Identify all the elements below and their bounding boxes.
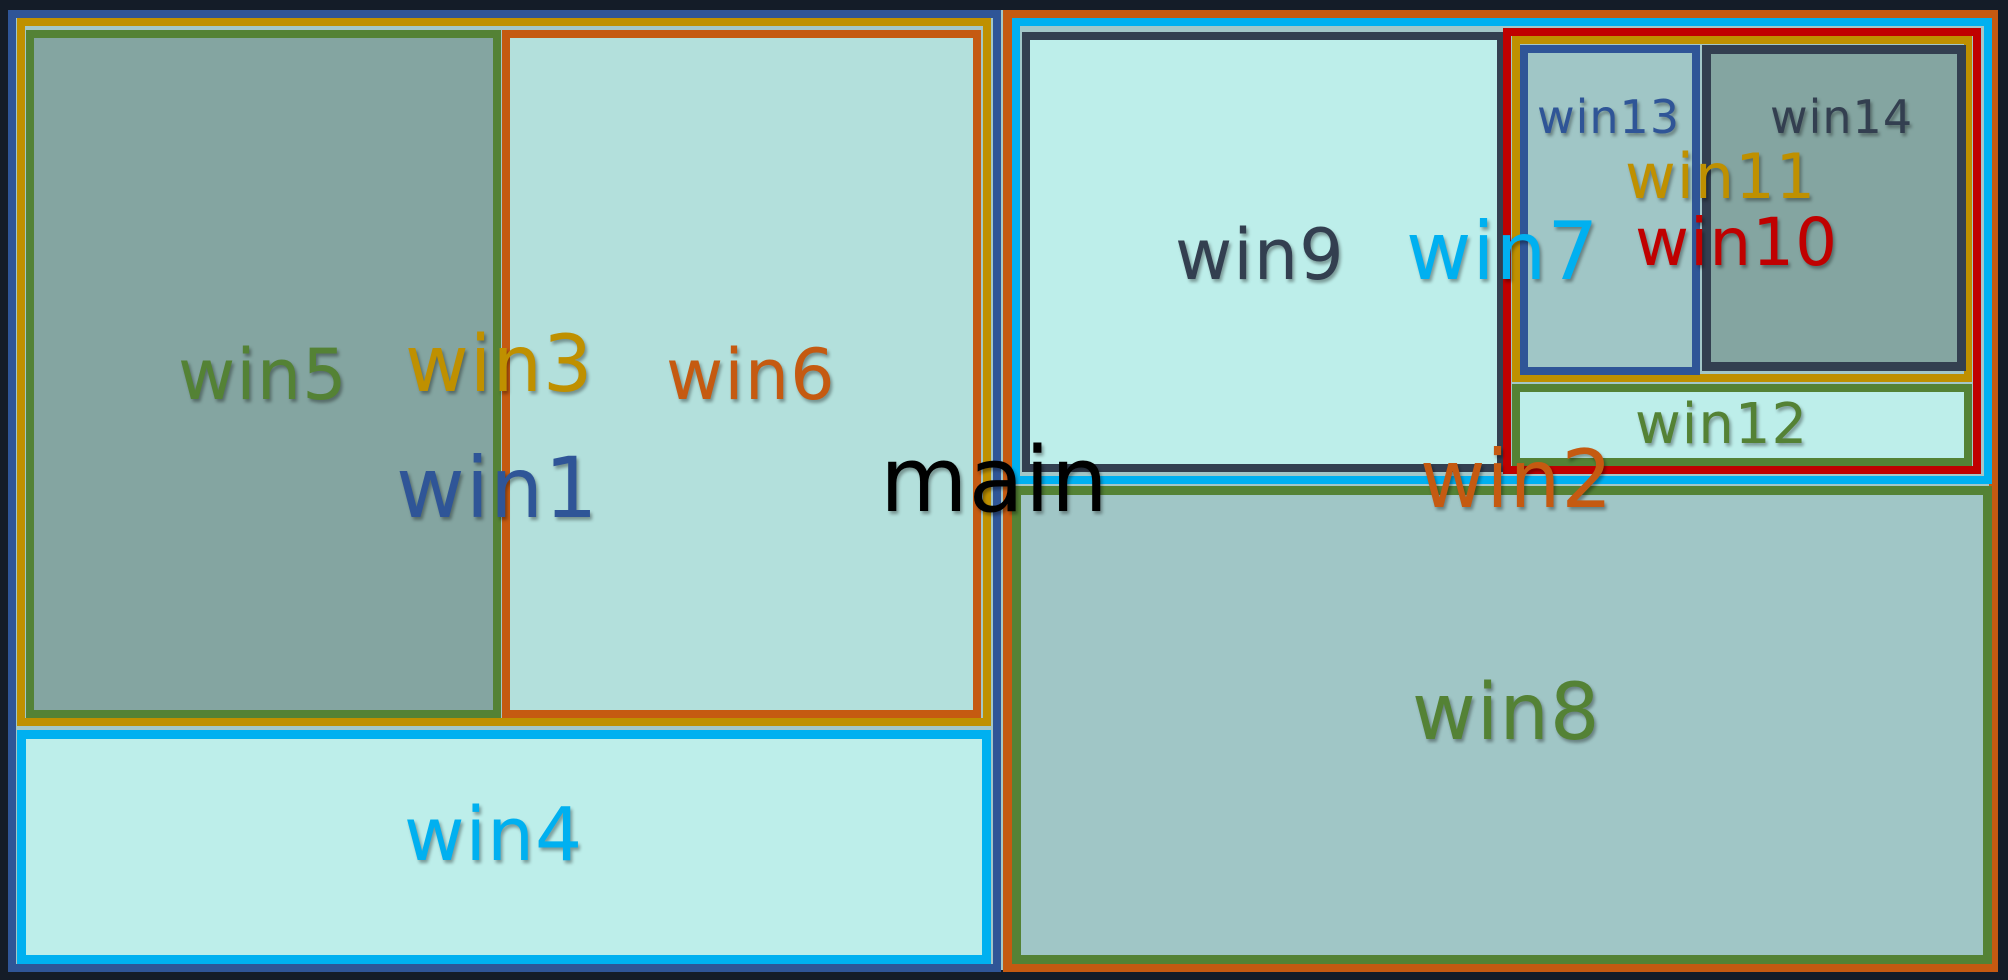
win2-label: win2 [1420, 433, 1614, 526]
win3-label: win3 [405, 320, 594, 410]
win13-frame [1520, 45, 1700, 375]
main-label: main [880, 428, 1109, 533]
win5-label: win5 [178, 334, 348, 416]
win7-frame [1012, 18, 1992, 484]
win13-label: win13 [1537, 90, 1681, 144]
win2-frame [1003, 10, 1998, 972]
win11-label: win11 [1625, 140, 1817, 213]
win6-frame [502, 30, 981, 718]
win9-label: win9 [1175, 214, 1345, 296]
win4-frame [17, 730, 991, 964]
win7-label: win7 [1406, 205, 1600, 298]
win5-frame [26, 30, 501, 718]
win12-label: win12 [1635, 392, 1809, 457]
win14-frame [1702, 45, 1966, 371]
win14-label: win14 [1770, 90, 1914, 144]
win4-label: win4 [404, 792, 584, 878]
win1-label: win1 [396, 439, 599, 537]
win10-label: win10 [1635, 204, 1839, 281]
win11-frame [1512, 36, 1972, 382]
win6-label: win6 [666, 334, 836, 416]
win8-frame [1012, 486, 1992, 964]
win9-frame [1022, 32, 1505, 472]
win10-frame [1503, 28, 1981, 474]
win8-label: win8 [1412, 668, 1601, 758]
win12-frame [1512, 384, 1972, 466]
win3-frame [17, 18, 991, 726]
win1-frame [8, 10, 1001, 972]
